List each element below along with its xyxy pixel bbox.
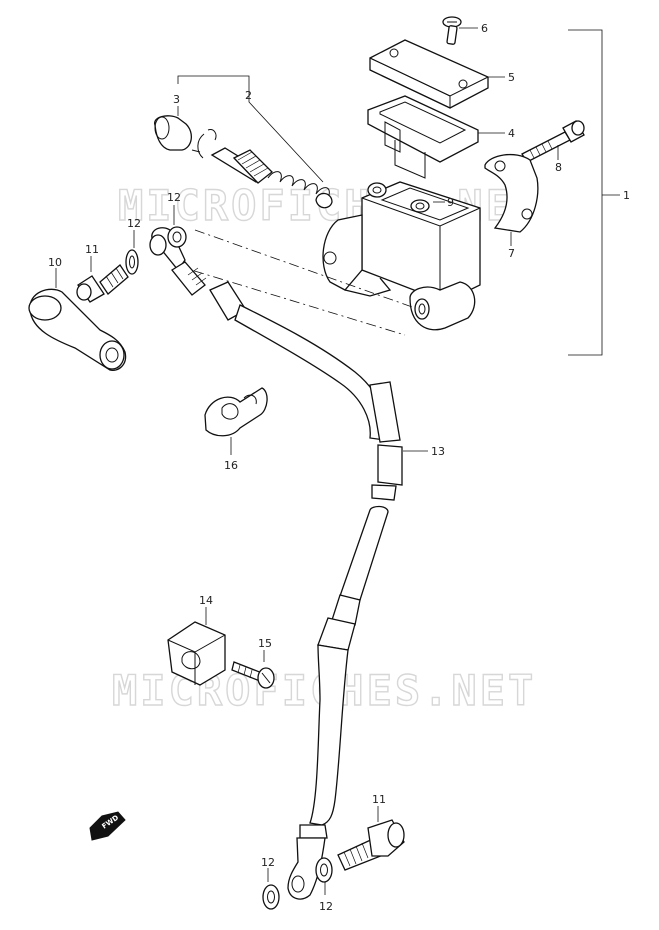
brake-light-switch[interactable]	[28, 268, 127, 371]
callout-3: 3	[173, 93, 180, 106]
sealing-washer-a[interactable]	[125, 230, 139, 275]
sealing-washer-b[interactable]	[167, 205, 187, 248]
brake-hose-assembly[interactable]	[149, 227, 428, 900]
clamp-bolt[interactable]	[521, 120, 585, 163]
diaphragm-plate[interactable]	[367, 95, 505, 179]
fwd-arrow: FWD	[89, 811, 126, 841]
callout-1: 1	[623, 189, 630, 202]
callout-5: 5	[508, 71, 515, 84]
union-bolt-lower[interactable]	[337, 806, 405, 871]
handlebar-clamp[interactable]	[484, 153, 539, 246]
callout-11-lower: 11	[372, 793, 386, 806]
callout-4: 4	[508, 127, 515, 140]
callout-12-c: 12	[261, 856, 275, 869]
callout-16: 16	[224, 459, 238, 472]
callout-15: 15	[258, 637, 272, 650]
guide-screw[interactable]	[231, 650, 275, 689]
callout-10: 10	[48, 256, 62, 269]
assembly-bracket	[568, 29, 620, 356]
callout-13: 13	[431, 445, 445, 458]
callout-12-a: 12	[127, 217, 141, 230]
callout-14: 14	[199, 594, 213, 607]
reservoir-cap[interactable]	[369, 39, 505, 109]
callout-2: 2	[245, 89, 252, 102]
callout-12-b: 12	[167, 191, 181, 204]
callout-11-upper: 11	[85, 243, 99, 256]
piston-kit[interactable]	[154, 75, 333, 209]
sealing-washer-c[interactable]	[262, 868, 280, 910]
callout-12-d: 12	[319, 900, 333, 913]
hose-clamp-upper[interactable]	[204, 387, 268, 455]
callout-7: 7	[508, 247, 515, 260]
reservoir-cap-screw[interactable]	[442, 16, 478, 45]
sealing-washer-d[interactable]	[315, 857, 333, 895]
callout-6: 6	[481, 22, 488, 35]
master-cylinder-body[interactable]	[322, 181, 481, 331]
hose-guide[interactable]	[167, 607, 226, 686]
callout-8: 8	[555, 161, 562, 174]
union-bolt-upper[interactable]	[76, 256, 129, 303]
callout-9: 9	[447, 196, 454, 209]
